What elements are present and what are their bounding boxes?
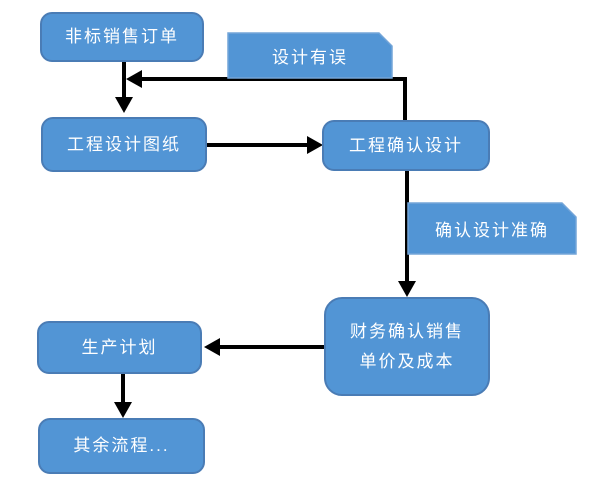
connector-finance-to-production-line xyxy=(220,345,324,349)
connector-sales-to-drawing-line xyxy=(122,61,126,97)
snip-corner-shape xyxy=(407,202,577,255)
connector-design-error-hline xyxy=(140,77,407,81)
node-engineering-confirm-design: 工程确认设计 xyxy=(322,120,490,171)
edge-label-design-error: 设计有误 xyxy=(272,48,348,67)
node-finance-confirm-price-cost: 财务确认销售 单价及成本 xyxy=(324,297,490,396)
node-engineering-design-drawing: 工程设计图纸 xyxy=(41,117,207,172)
connector-confirm-to-finance-line xyxy=(405,171,409,281)
connector-sales-to-drawing-arrowhead xyxy=(115,97,133,113)
connector-confirm-to-finance-arrowhead xyxy=(398,281,416,297)
node-design-error-label: 设计有误 xyxy=(227,32,393,79)
snip-corner-shape xyxy=(227,32,393,79)
connector-design-error-arrowhead xyxy=(126,70,142,88)
connector-production-to-remaining-line xyxy=(121,374,125,402)
connector-drawing-to-confirm-arrowhead xyxy=(307,136,323,154)
connector-production-to-remaining-arrowhead xyxy=(114,402,132,418)
edge-label-confirm-design-accurate: 确认设计准确 xyxy=(435,221,549,240)
connector-design-error-vline xyxy=(403,77,407,121)
node-confirm-design-accurate-label: 确认设计准确 xyxy=(407,202,577,255)
connector-drawing-to-confirm-line xyxy=(207,143,307,147)
node-remaining-process: 其余流程... xyxy=(38,418,205,474)
connector-finance-to-production-arrowhead xyxy=(204,338,220,356)
node-nonstandard-sales-order: 非标销售订单 xyxy=(40,12,204,62)
node-production-plan: 生产计划 xyxy=(37,321,202,374)
